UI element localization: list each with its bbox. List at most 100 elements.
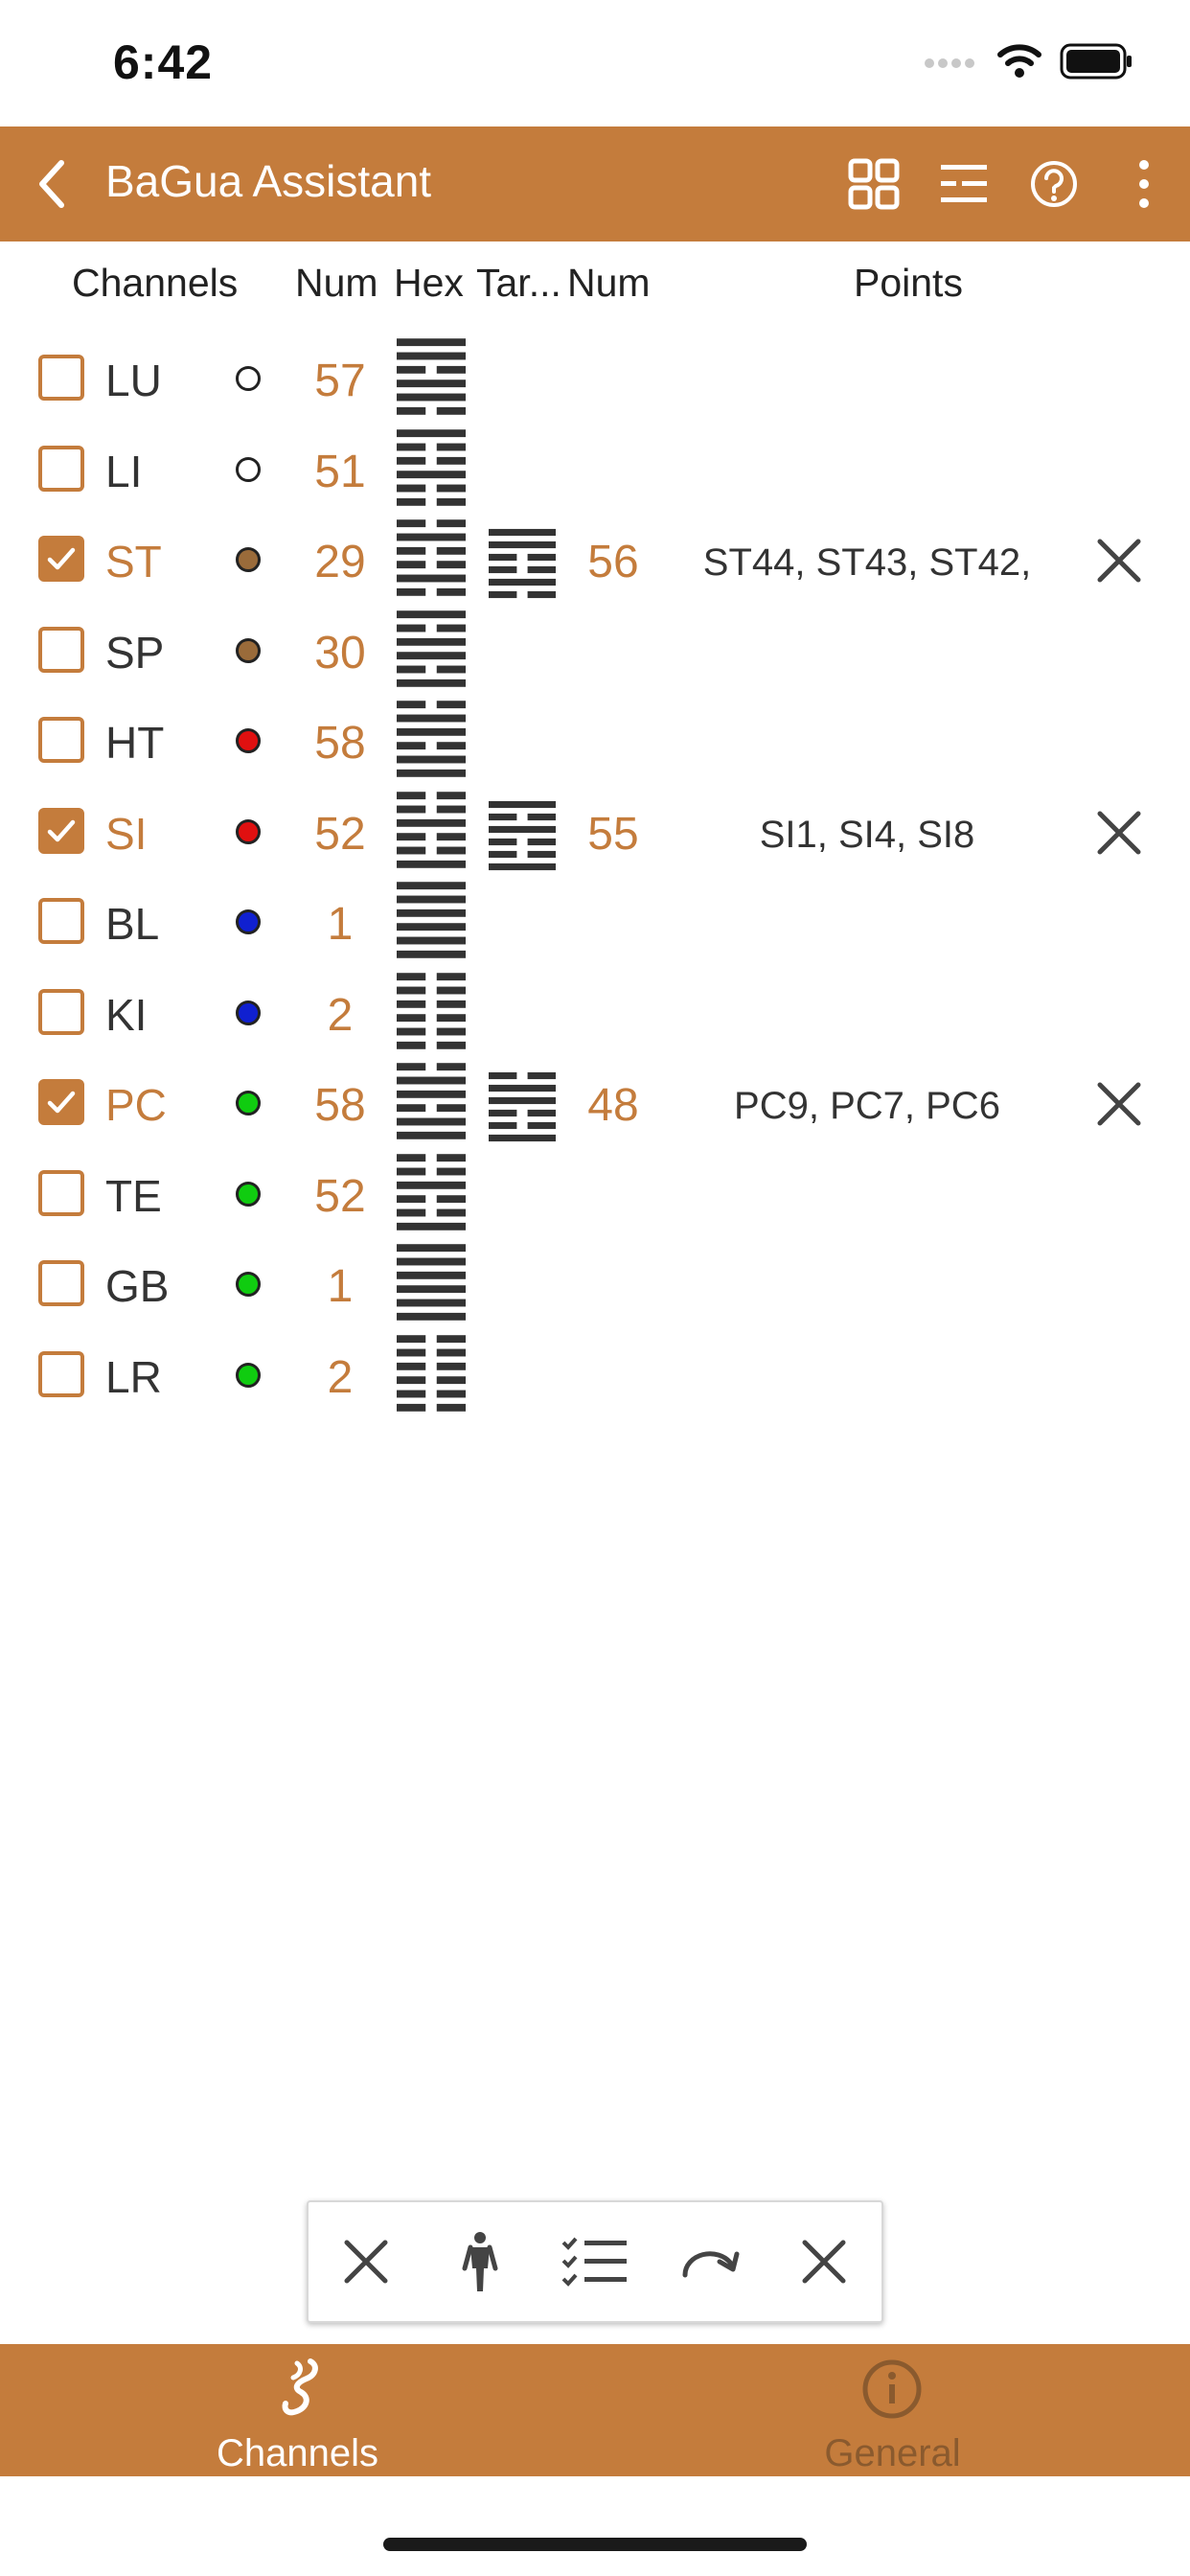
channel-abbr: HT [105, 718, 165, 768]
hexagram-line-broken [527, 1071, 556, 1080]
hexagram-line-broken [436, 832, 466, 840]
channel-abbr: SI [105, 808, 148, 859]
channel-checkbox[interactable] [38, 717, 84, 763]
hexagram-line-solid [397, 895, 466, 904]
hexagram-icon [397, 1334, 466, 1412]
channel-checkbox[interactable] [38, 626, 84, 673]
header-target: Tar... [476, 261, 561, 305]
hexagram-line-broken [436, 587, 466, 596]
more-options-button[interactable] [1108, 148, 1180, 220]
hexagram-line-solid [397, 1257, 466, 1266]
tab-general[interactable]: General [595, 2344, 1190, 2476]
channel-checkbox[interactable] [38, 898, 84, 944]
list-view-button[interactable] [927, 148, 1000, 220]
hexagram-line-broken [397, 443, 426, 450]
redo-arrow-icon [682, 2251, 740, 2278]
hexagram-icon [397, 519, 466, 596]
channel-abbr: LI [105, 446, 143, 496]
hexagram-line-broken [527, 553, 556, 562]
hexagram [397, 970, 466, 1052]
channel-checkbox[interactable] [38, 1350, 84, 1397]
channel-checkbox[interactable] [38, 445, 84, 492]
points-list[interactable]: SI1, SI4, SI8 [759, 813, 975, 856]
hexagram-line-broken [436, 1390, 466, 1397]
clear-button[interactable] [328, 2223, 404, 2300]
target-number: 55 [587, 808, 639, 860]
remove-button[interactable] [1090, 1075, 1148, 1133]
hexagram-icon [397, 701, 466, 777]
channel-checkbox[interactable] [38, 807, 84, 854]
target-number: 56 [587, 537, 639, 587]
hexagram-line-solid [397, 1312, 466, 1321]
channel-checkbox[interactable] [38, 1260, 84, 1306]
hexagram-line-broken [397, 701, 426, 709]
target-hexagram [489, 798, 556, 873]
hexagram-line-broken [436, 805, 466, 813]
hexagram-icon [397, 791, 466, 868]
hexagram-line-broken [397, 519, 426, 528]
hexagram-line-broken [436, 1375, 466, 1384]
hexagram-line-solid [397, 651, 466, 659]
back-button[interactable] [19, 150, 88, 218]
channel-checkbox[interactable] [38, 988, 84, 1035]
hexagram-line-broken [527, 1121, 556, 1130]
channel-abbr: GB [105, 1261, 170, 1311]
hexagram-line-solid [397, 908, 466, 917]
hexagram-line-broken [397, 986, 426, 994]
hexagram-line-broken [397, 1362, 426, 1370]
hexagram-line-broken [527, 1109, 556, 1117]
close-button[interactable] [786, 2223, 862, 2300]
hexagram-line-broken [527, 850, 556, 858]
element-dot [236, 909, 261, 934]
hexagram-line-broken [436, 1041, 466, 1049]
body-button[interactable] [442, 2223, 518, 2300]
help-button[interactable] [1018, 148, 1090, 220]
points-list[interactable]: ST44, ST43, ST42, [702, 541, 1032, 584]
remove-button[interactable] [1090, 804, 1148, 862]
hexagram-line-broken [397, 561, 426, 569]
element-dot [236, 1362, 261, 1388]
hexagram-line-solid [397, 352, 466, 360]
channel-checkbox[interactable] [38, 1079, 84, 1125]
hexagram-line-broken [436, 1013, 466, 1022]
cellular-signal-icon [925, 58, 974, 68]
close-x-icon [802, 2240, 846, 2284]
hexagram-line-solid [397, 923, 466, 932]
hexagram-line-broken [436, 1348, 466, 1356]
channel-checkbox[interactable] [38, 355, 84, 401]
target-hexagram-icon [489, 800, 556, 870]
hexagram-number: 58 [314, 718, 366, 769]
hexagram-line-broken [397, 456, 426, 465]
hexagram [397, 517, 466, 599]
redo-button[interactable] [672, 2223, 748, 2300]
channel-checkbox[interactable] [38, 1169, 84, 1216]
hexagram-line-broken [436, 1334, 466, 1343]
floating-toolbar [307, 2200, 883, 2323]
hexagram-number: 1 [327, 899, 354, 950]
hexagram-line-broken [436, 561, 466, 569]
hexagram [397, 1241, 466, 1323]
person-icon [462, 2232, 498, 2291]
hexagram-number: 52 [314, 1170, 366, 1222]
hexagram-line-solid [397, 678, 466, 687]
tab-channels[interactable]: Channels [0, 2344, 595, 2476]
checklist-button[interactable] [557, 2223, 633, 2300]
hexagram-line-solid [397, 338, 466, 347]
channel-checkbox[interactable] [38, 536, 84, 582]
hexagram-line-broken [436, 484, 466, 492]
points-list[interactable]: PC9, PC7, PC6 [734, 1085, 1000, 1127]
hexagram [397, 608, 466, 690]
hexagram-line-broken [489, 553, 517, 562]
hexagram-line-solid [397, 380, 466, 388]
hexagram-line-broken [436, 546, 466, 555]
channels-wave-icon [282, 2358, 318, 2416]
hexagram-line-broken [527, 590, 556, 599]
remove-button[interactable] [1090, 532, 1148, 589]
hexagram-line-broken [397, 1013, 426, 1022]
hexagram-line-broken [397, 1375, 426, 1384]
grid-view-button[interactable] [837, 148, 910, 220]
